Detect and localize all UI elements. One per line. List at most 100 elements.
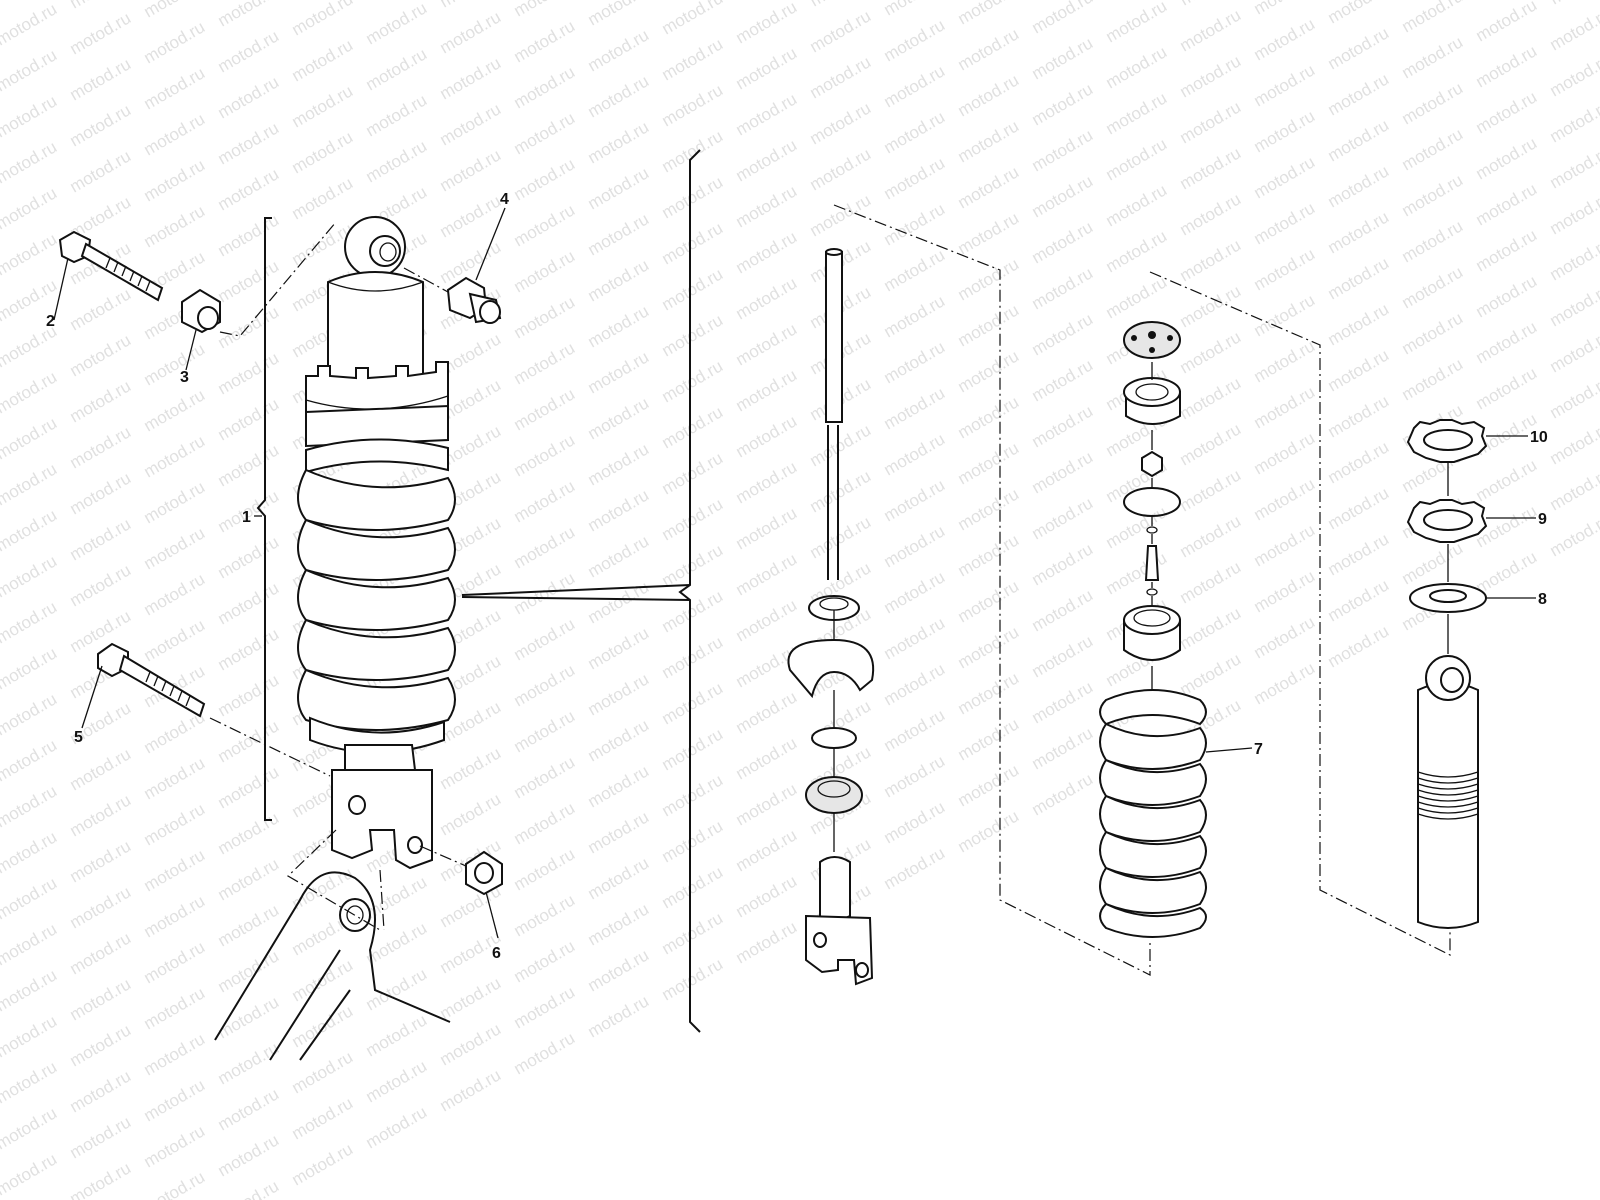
watermark-text: motod.ru	[511, 16, 579, 66]
watermark-text: motod.ru	[289, 1001, 357, 1051]
watermark-text: motod.ru	[289, 127, 357, 177]
watermark-text: motod.ru	[67, 422, 135, 472]
watermark-text: motod.ru	[733, 89, 801, 139]
watermark-text: motod.ru	[881, 475, 949, 525]
assembled-shock-absorber	[256, 216, 691, 870]
watermark-text: motod.ru	[1029, 171, 1097, 221]
watermark-text: motod.ru	[0, 597, 60, 647]
watermark-text: motod.ru	[1177, 189, 1245, 239]
watermark-text: motod.ru	[215, 348, 283, 398]
watermark-text: motod.ru	[67, 330, 135, 380]
watermark-text: motod.ru	[67, 376, 135, 426]
watermark-text: motod.ru	[0, 1103, 60, 1153]
watermark-text: motod.ru	[67, 100, 135, 150]
watermark-text: motod.ru	[881, 153, 949, 203]
callout-8: 8	[1538, 591, 1547, 608]
watermark-text: motod.ru	[141, 1121, 209, 1171]
watermark-text: motod.ru	[1177, 373, 1245, 423]
watermark-text: motod.ru	[0, 965, 60, 1015]
watermark-text: motod.ru	[1103, 0, 1171, 46]
watermark-text: motod.ru	[1103, 88, 1171, 138]
watermark-text: motod.ru	[881, 291, 949, 341]
watermark-text: motod.ru	[1029, 677, 1097, 727]
watermark-text: motod.ru	[807, 190, 875, 240]
watermark-text: motod.ru	[289, 1047, 357, 1097]
watermark-text: motod.ru	[67, 836, 135, 886]
watermark-text: motod.ru	[437, 1065, 505, 1115]
watermark-text: motod.ru	[67, 1158, 135, 1200]
watermark-text: motod.ru	[511, 108, 579, 158]
watermark-text: motod.ru	[215, 624, 283, 674]
watermark-text: motod.ru	[1103, 226, 1171, 276]
watermark-text: motod.ru	[733, 595, 801, 645]
adjuster-and-body-stack	[1406, 419, 1488, 929]
watermark-text: motod.ru	[1473, 179, 1541, 229]
watermark-text: motod.ru	[0, 45, 60, 95]
watermark-text: motod.ru	[1399, 262, 1467, 312]
watermark-text: motod.ru	[1399, 170, 1467, 220]
watermark-text: motod.ru	[733, 227, 801, 277]
watermark-text: motod.ru	[659, 356, 727, 406]
watermark-text: motod.ru	[437, 53, 505, 103]
watermark-text: motod.ru	[1177, 51, 1245, 101]
watermark-text: motod.ru	[585, 439, 653, 489]
watermark-text: motod.ru	[67, 1112, 135, 1162]
watermark-text: motod.ru	[437, 99, 505, 149]
watermark-text: motod.ru	[1547, 326, 1600, 376]
watermark-text: motod.ru	[1177, 281, 1245, 331]
watermark-text: motod.ru	[585, 807, 653, 857]
callout-labels: 1 2 3 4 5 6 7 8 9 10	[46, 191, 1548, 962]
watermark-text: motod.ru	[807, 6, 875, 56]
watermark-text: motod.ru	[585, 899, 653, 949]
watermark-text: motod.ru	[0, 1011, 60, 1061]
watermark-text: motod.ru	[511, 62, 579, 112]
watermark-text: motod.ru	[1251, 520, 1319, 570]
watermark-text: motod.ru	[1251, 566, 1319, 616]
watermark-text: motod.ru	[363, 0, 431, 48]
watermark-text: motod.ru	[511, 568, 579, 618]
watermark-text: motod.ru	[215, 118, 283, 168]
watermark-text: motod.ru	[215, 72, 283, 122]
watermark-text: motod.ru	[807, 420, 875, 470]
watermark-text: motod.ru	[1177, 511, 1245, 561]
watermark-text: motod.ru	[1029, 263, 1097, 313]
watermark-text: motod.ru	[659, 540, 727, 590]
watermark-text: motod.ru	[1325, 575, 1393, 625]
watermark-text: motod.ru	[1473, 455, 1541, 505]
callout-6: 6	[492, 945, 501, 962]
watermark-text: motod.ru	[659, 632, 727, 682]
watermark-text: motod.ru	[1325, 299, 1393, 349]
watermark-text: motod.ru	[141, 1029, 209, 1079]
watermark-text: motod.ru	[1547, 510, 1600, 560]
watermark-text: motod.ru	[1547, 50, 1600, 100]
watermark-text: motod.ru	[585, 255, 653, 305]
watermark-text: motod.ru	[511, 246, 579, 296]
watermark-text: motod.ru	[511, 476, 579, 526]
watermark-text: motod.ru	[733, 181, 801, 231]
bushing-3	[181, 221, 337, 337]
watermark-text: motod.ru	[289, 81, 357, 131]
watermark-text: motod.ru	[67, 146, 135, 196]
watermark-text: motod.ru	[141, 1075, 209, 1125]
watermark-text: motod.ru	[1103, 134, 1171, 184]
watermark-text: motod.ru	[881, 521, 949, 571]
watermark-text: motod.ru	[0, 1057, 60, 1107]
watermark-text: motod.ru	[67, 790, 135, 840]
watermark-text: motod.ru	[1399, 32, 1467, 82]
watermark-text: motod.ru	[437, 145, 505, 195]
watermark-text: motod.ru	[1177, 557, 1245, 607]
watermark-text: motod.ru	[0, 781, 60, 831]
watermark-text: motod.ru	[1473, 317, 1541, 367]
watermark-text: motod.ru	[511, 660, 579, 710]
watermark-text: motod.ru	[659, 586, 727, 636]
watermark-text: motod.ru	[1029, 0, 1097, 37]
watermark-text: motod.ru	[585, 209, 653, 259]
watermark-text: motod.ru	[215, 992, 283, 1042]
shock-spring-coils	[297, 438, 456, 754]
watermark-text: motod.ru	[67, 1066, 135, 1116]
callout-2: 2	[46, 313, 55, 330]
watermark-text: motod.ru	[1177, 143, 1245, 193]
watermark-text: motod.ru	[881, 15, 949, 65]
